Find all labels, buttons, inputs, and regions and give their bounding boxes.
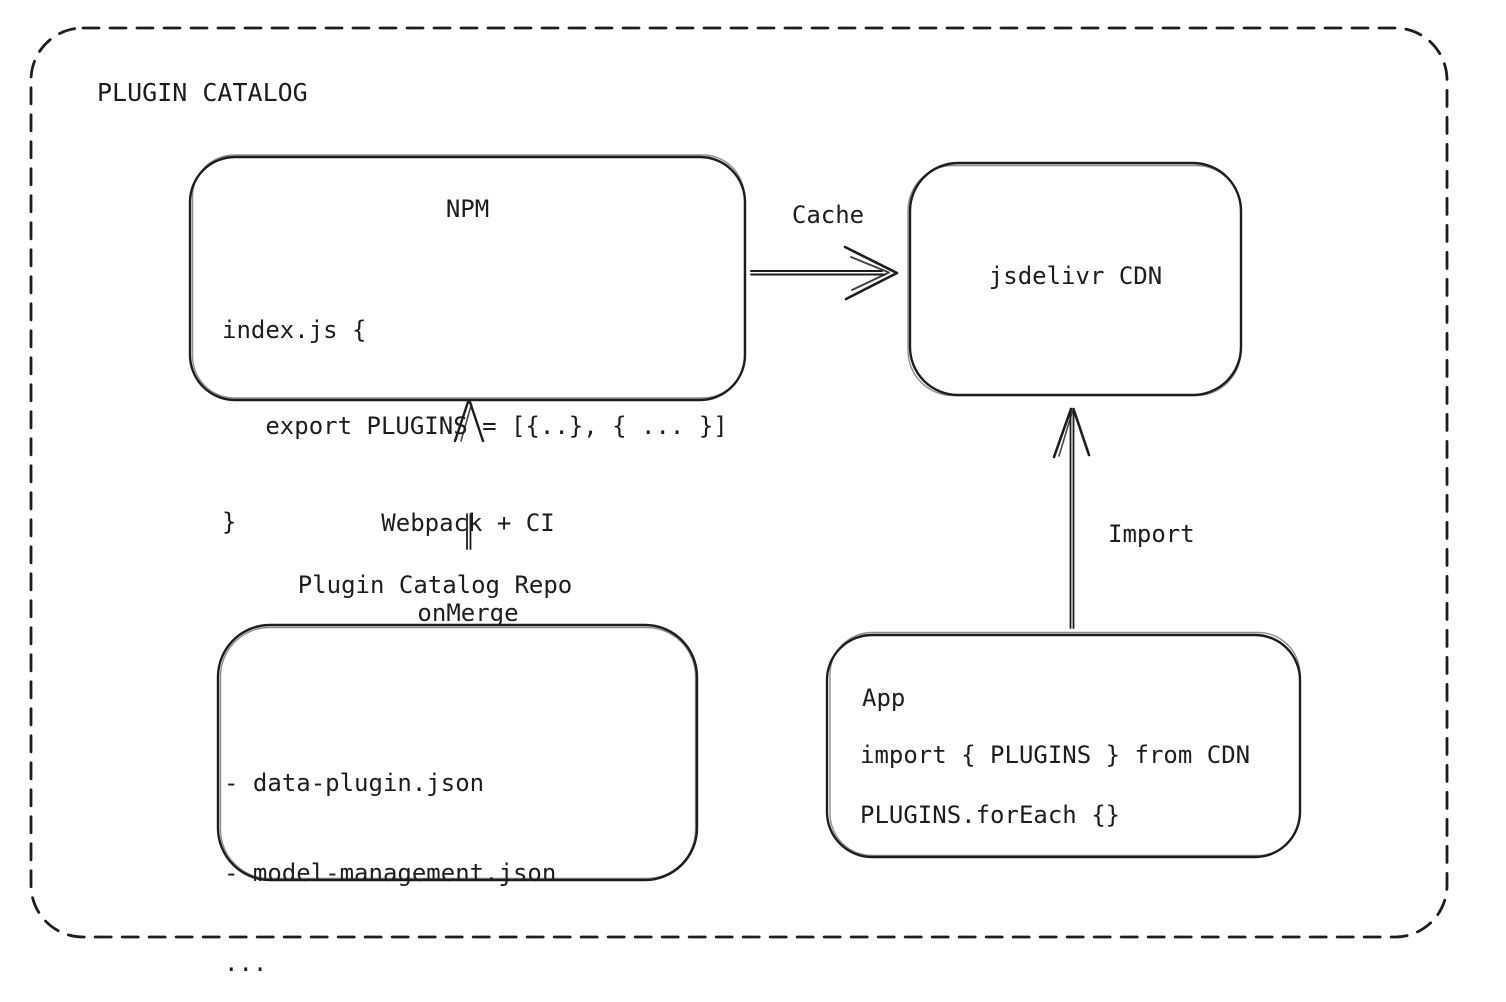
app-code-line: PLUGINS.forEach {} bbox=[860, 801, 1121, 829]
repo-file-line: ... bbox=[224, 949, 268, 977]
npm-node bbox=[188, 154, 747, 402]
frame-title: PLUGIN CATALOG bbox=[97, 78, 308, 107]
repo-title: Plugin Catalog Repo bbox=[297, 571, 573, 599]
repo-node bbox=[216, 623, 699, 882]
import-arrow-label: Import bbox=[1108, 520, 1195, 548]
app-title: App bbox=[862, 684, 906, 712]
npm-title: NPM bbox=[445, 195, 490, 223]
build-arrow-label: Webpack + CI onMerge bbox=[348, 448, 588, 688]
build-arrow bbox=[453, 400, 485, 550]
build-arrow-label-line: Webpack + CI bbox=[381, 509, 555, 537]
npm-code: index.js { export PLUGINS = [{..}, { ...… bbox=[222, 250, 728, 602]
npm-code-line: export PLUGINS = [{..}, { ... }] bbox=[222, 412, 728, 440]
cache-arrow-label: Cache bbox=[791, 201, 865, 229]
repo-file-list: - data-plugin.json - model-management.js… bbox=[224, 708, 556, 1002]
repo-file-line: - data-plugin.json bbox=[224, 769, 485, 797]
import-arrow bbox=[1052, 407, 1091, 629]
repo-file-line: - model-management.json bbox=[224, 859, 557, 887]
npm-code-line: index.js { bbox=[222, 316, 367, 344]
cdn-node bbox=[907, 161, 1243, 397]
cache-arrow bbox=[750, 245, 899, 301]
cdn-title: jsdelivr CDN bbox=[988, 262, 1163, 290]
frame-border bbox=[29, 26, 1449, 939]
npm-code-line: } bbox=[222, 508, 237, 536]
app-node bbox=[825, 631, 1302, 859]
app-code-line: import { PLUGINS } from CDN bbox=[860, 741, 1251, 769]
build-arrow-label-line: onMerge bbox=[417, 599, 519, 627]
